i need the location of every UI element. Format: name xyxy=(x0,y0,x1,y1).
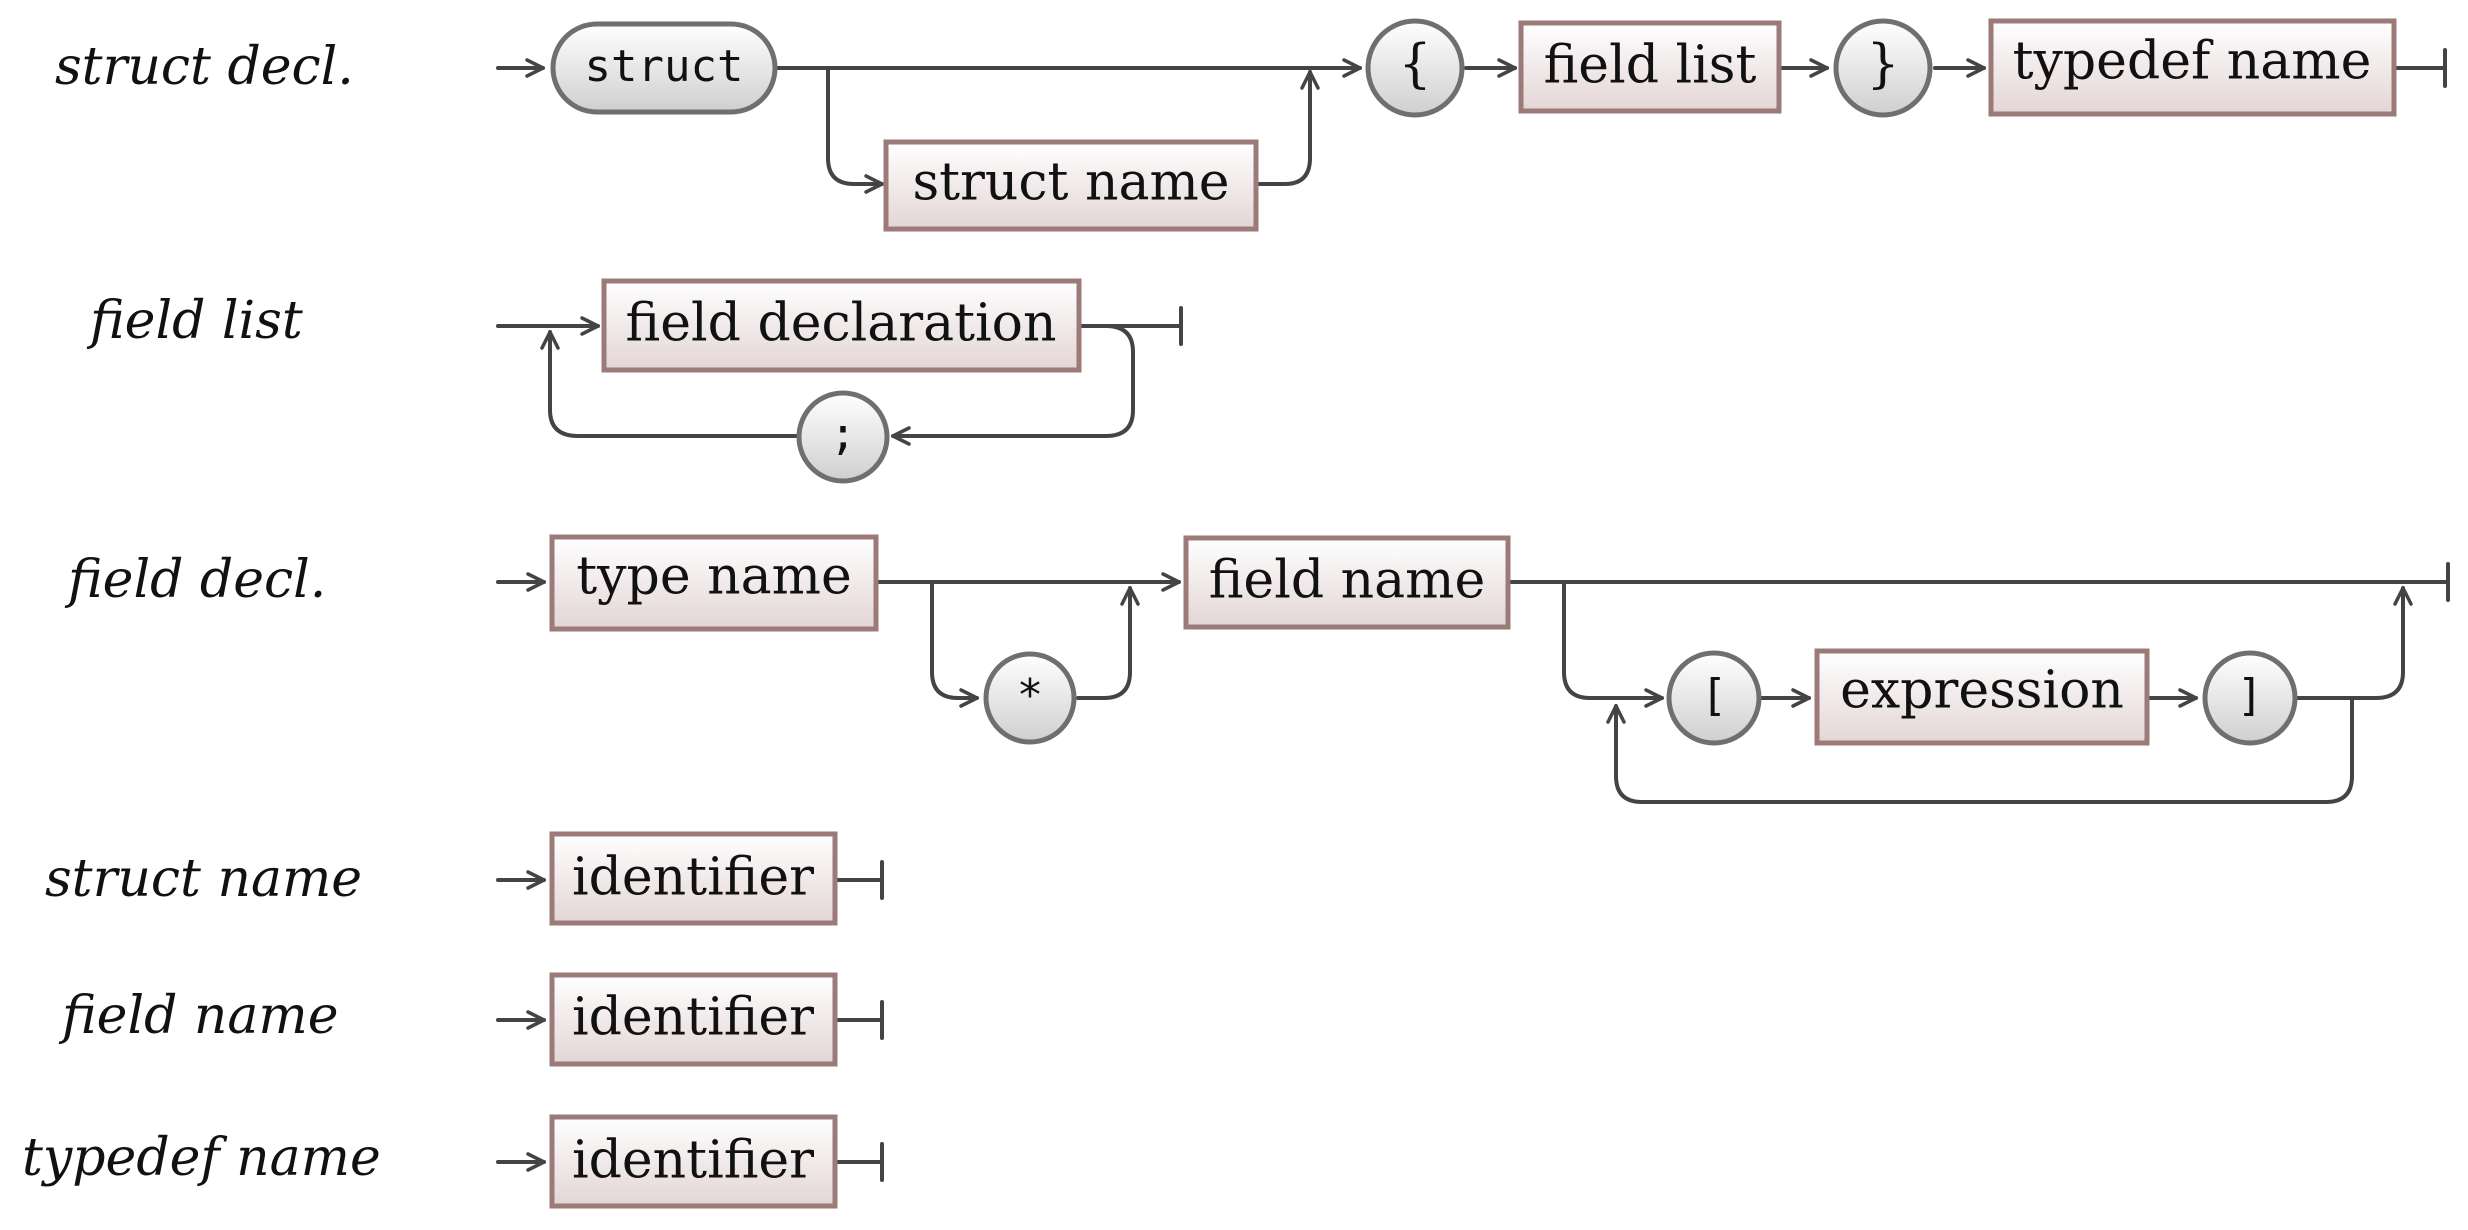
terminal-semicolon: ; xyxy=(796,390,890,484)
node-identifier-field-name-label: identifier xyxy=(572,988,814,1048)
terminal-semicolon-label: ; xyxy=(830,409,857,460)
rule-label-struct-decl: struct decl. xyxy=(55,37,354,97)
node-typedef-name: typedef name xyxy=(1988,18,2397,117)
rule-field-list-lines xyxy=(496,306,1183,446)
rule-field-decl: field decl. type name * field name xyxy=(64,534,2450,804)
rule-label-field-decl: field decl. xyxy=(64,550,326,610)
terminal-open-bracket-label: [ xyxy=(1701,670,1728,721)
node-field-list: field list xyxy=(1518,20,1782,114)
rule-label-field-list: field list xyxy=(86,291,303,351)
node-identifier-typedef-name-label: identifier xyxy=(572,1131,814,1191)
node-expression-label: expression xyxy=(1840,661,2124,721)
rule-struct-decl-lines xyxy=(496,48,2447,194)
node-identifier-typedef-name: identifier xyxy=(549,1114,838,1209)
node-struct-name-label: struct name xyxy=(912,153,1229,213)
rule-typedef-name: typedef name identifier xyxy=(22,1114,884,1209)
rule-field-name: field name identifier xyxy=(58,972,884,1067)
node-struct-name: struct name xyxy=(883,139,1259,232)
rule-label-field-name: field name xyxy=(58,986,338,1046)
terminal-open-bracket: [ xyxy=(1666,650,1762,746)
terminal-open-brace-label: { xyxy=(1398,35,1431,95)
rule-field-decl-lines xyxy=(496,562,2450,804)
node-expression: expression xyxy=(1814,648,2150,746)
node-field-name: field name xyxy=(1183,535,1511,630)
node-field-declaration: field declaration xyxy=(601,278,1082,373)
node-identifier-struct-name-label: identifier xyxy=(572,848,814,908)
terminal-close-brace-label: } xyxy=(1866,35,1899,95)
terminal-asterisk: * xyxy=(983,651,1077,745)
keyword-struct: struct xyxy=(550,21,778,115)
rule-struct-decl: struct decl. struct struct name { xyxy=(55,18,2447,232)
rule-typedef-name-lines xyxy=(496,1142,884,1182)
node-field-name-label: field name xyxy=(1209,551,1485,611)
node-type-name: type name xyxy=(549,534,879,632)
keyword-struct-label: struct xyxy=(585,41,744,92)
terminal-open-brace: { xyxy=(1365,18,1465,118)
terminal-close-bracket: ] xyxy=(2202,650,2298,746)
rule-field-list: field list field declaration ; xyxy=(86,278,1183,484)
node-field-list-label: field list xyxy=(1544,36,1757,96)
node-type-name-label: type name xyxy=(576,547,851,607)
rule-field-name-lines xyxy=(496,1000,884,1040)
rule-struct-name: struct name identifier xyxy=(45,831,884,926)
node-field-declaration-label: field declaration xyxy=(626,294,1057,354)
node-typedef-name-label: typedef name xyxy=(2013,32,2372,92)
rule-label-typedef-name: typedef name xyxy=(22,1128,381,1188)
terminal-close-brace: } xyxy=(1833,18,1933,118)
node-identifier-struct-name: identifier xyxy=(549,831,838,926)
terminal-asterisk-label: * xyxy=(1017,670,1044,721)
rule-label-struct-name: struct name xyxy=(45,849,362,909)
node-identifier-field-name: identifier xyxy=(549,972,838,1067)
terminal-close-bracket-label: ] xyxy=(2237,670,2264,721)
rule-struct-name-lines xyxy=(496,860,884,900)
